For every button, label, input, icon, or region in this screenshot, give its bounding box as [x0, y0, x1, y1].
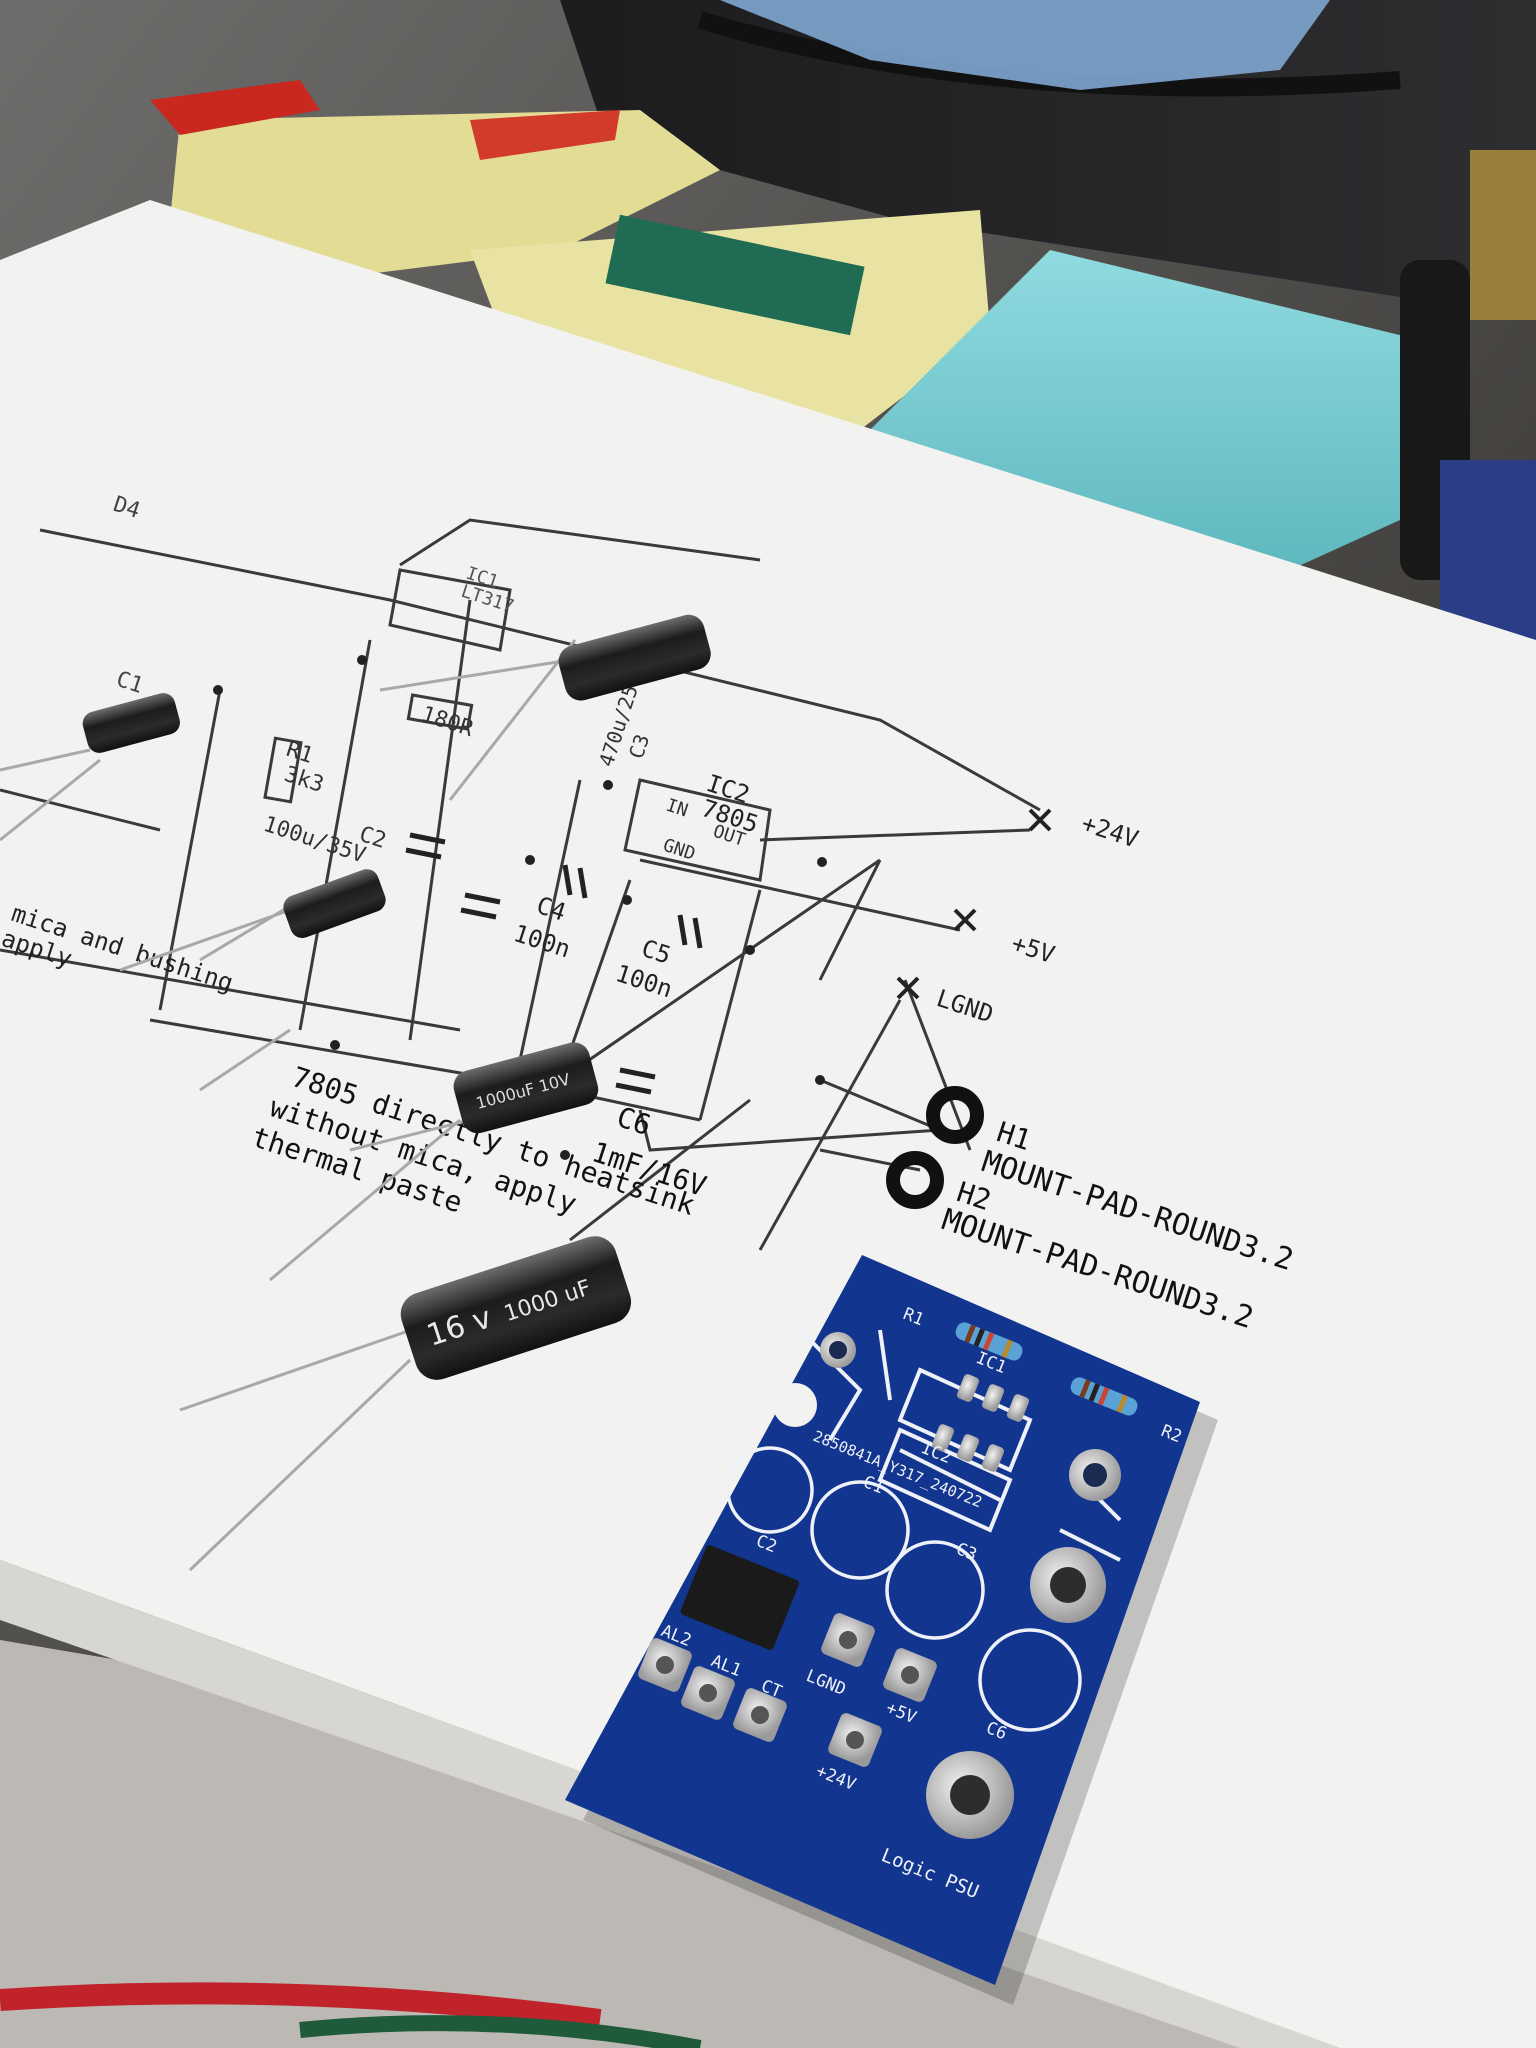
cable-drawing	[0, 1982, 702, 2048]
paper-sheet-main	[0, 200, 1536, 2048]
pcb-footprint-c6	[978, 1628, 1082, 1732]
blue-plastic-bag	[720, 0, 1330, 90]
standoff-brass	[1470, 150, 1536, 320]
capacitor-c3	[558, 614, 711, 701]
capacitor-c2	[283, 869, 386, 938]
bridge-rectifier	[680, 1545, 800, 1650]
pcb-footprint-c1	[810, 1480, 910, 1580]
teal-sticky-notes	[870, 250, 1420, 570]
pcb-mount-hole-left	[820, 1332, 856, 1368]
red-clip	[150, 80, 320, 135]
capacitor-c6-mid: 1000uF 10V	[453, 1042, 599, 1134]
pcb-outline	[565, 1255, 1200, 1985]
connector-box	[1440, 460, 1536, 640]
foreground-cables	[0, 1960, 1536, 2048]
capacitor-big: 16 v 1000 uF	[400, 1236, 632, 1380]
zip-bag	[560, 0, 1536, 300]
resistor-r2	[1070, 1377, 1138, 1416]
pcb-brand: Zen Mod Labs 2024	[585, 1463, 673, 1642]
resistor-r1	[955, 1322, 1023, 1361]
pcb-connector-pads	[638, 1613, 937, 1767]
mount-hole-symbol-h2	[886, 1151, 944, 1209]
pcb-hole-corner	[773, 1383, 817, 1427]
pcb-mount-hole-mid	[1030, 1547, 1106, 1623]
pcb-footprint-c2	[726, 1446, 814, 1534]
mount-hole-symbol-h1	[926, 1086, 984, 1144]
pcb-mount-hole-top	[1069, 1449, 1121, 1501]
yellow-notepad	[170, 110, 720, 280]
capacitor-c1	[82, 693, 180, 753]
green-pcb	[605, 214, 865, 336]
pcb-footprint-c3	[885, 1540, 985, 1640]
pcb-mount-hole-bottom	[926, 1751, 1014, 1839]
